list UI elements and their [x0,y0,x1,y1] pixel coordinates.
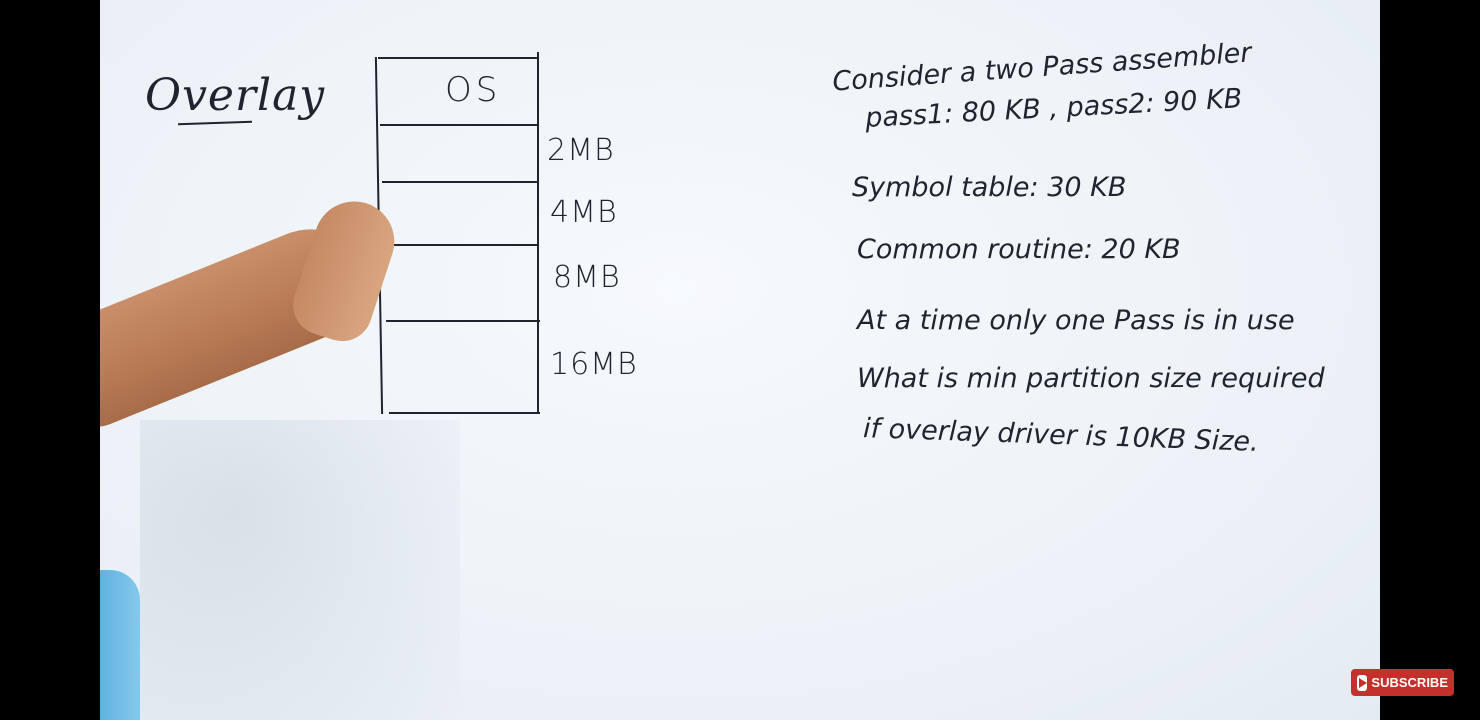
partition-label-4mb: 4MB [550,195,618,230]
mem-right-line [537,52,539,414]
title-underline [177,120,253,126]
os-label: OS [445,70,502,110]
partition-label-8mb: 8MB [553,260,621,295]
subscribe-button[interactable]: SUBSCRIBE [1351,669,1454,696]
body-shadow [140,420,460,720]
mem-divider-os [380,124,537,126]
presenter-sleeve [100,570,140,720]
note-line-5: At a time only one Pass is in use [857,305,1295,336]
note-line-6: What is min partition size required [857,363,1325,394]
note-line-7: if overlay driver is 10KB Size. [862,413,1260,458]
note-line-3: Symbol table: 30 KB [852,172,1127,203]
whiteboard: Overlay OS 2MB 4MB 8MB 16MB Consider a t… [100,0,1380,720]
partition-label-16mb: 16MB [550,347,638,382]
mem-divider-2mb [382,181,538,183]
board-title: Overlay [145,70,326,121]
play-icon [1357,674,1368,691]
mem-divider-4mb [384,244,538,246]
mem-divider-8mb [386,320,540,322]
partition-label-2mb: 2MB [547,133,615,168]
letterbox-left [0,0,100,720]
presenter-hand [285,191,405,349]
note-line-4: Common routine: 20 KB [857,234,1181,265]
letterbox-right [1380,0,1480,720]
mem-bottom-line [389,412,540,414]
mem-top-line [378,57,538,59]
subscribe-label: SUBSCRIBE [1371,675,1448,690]
